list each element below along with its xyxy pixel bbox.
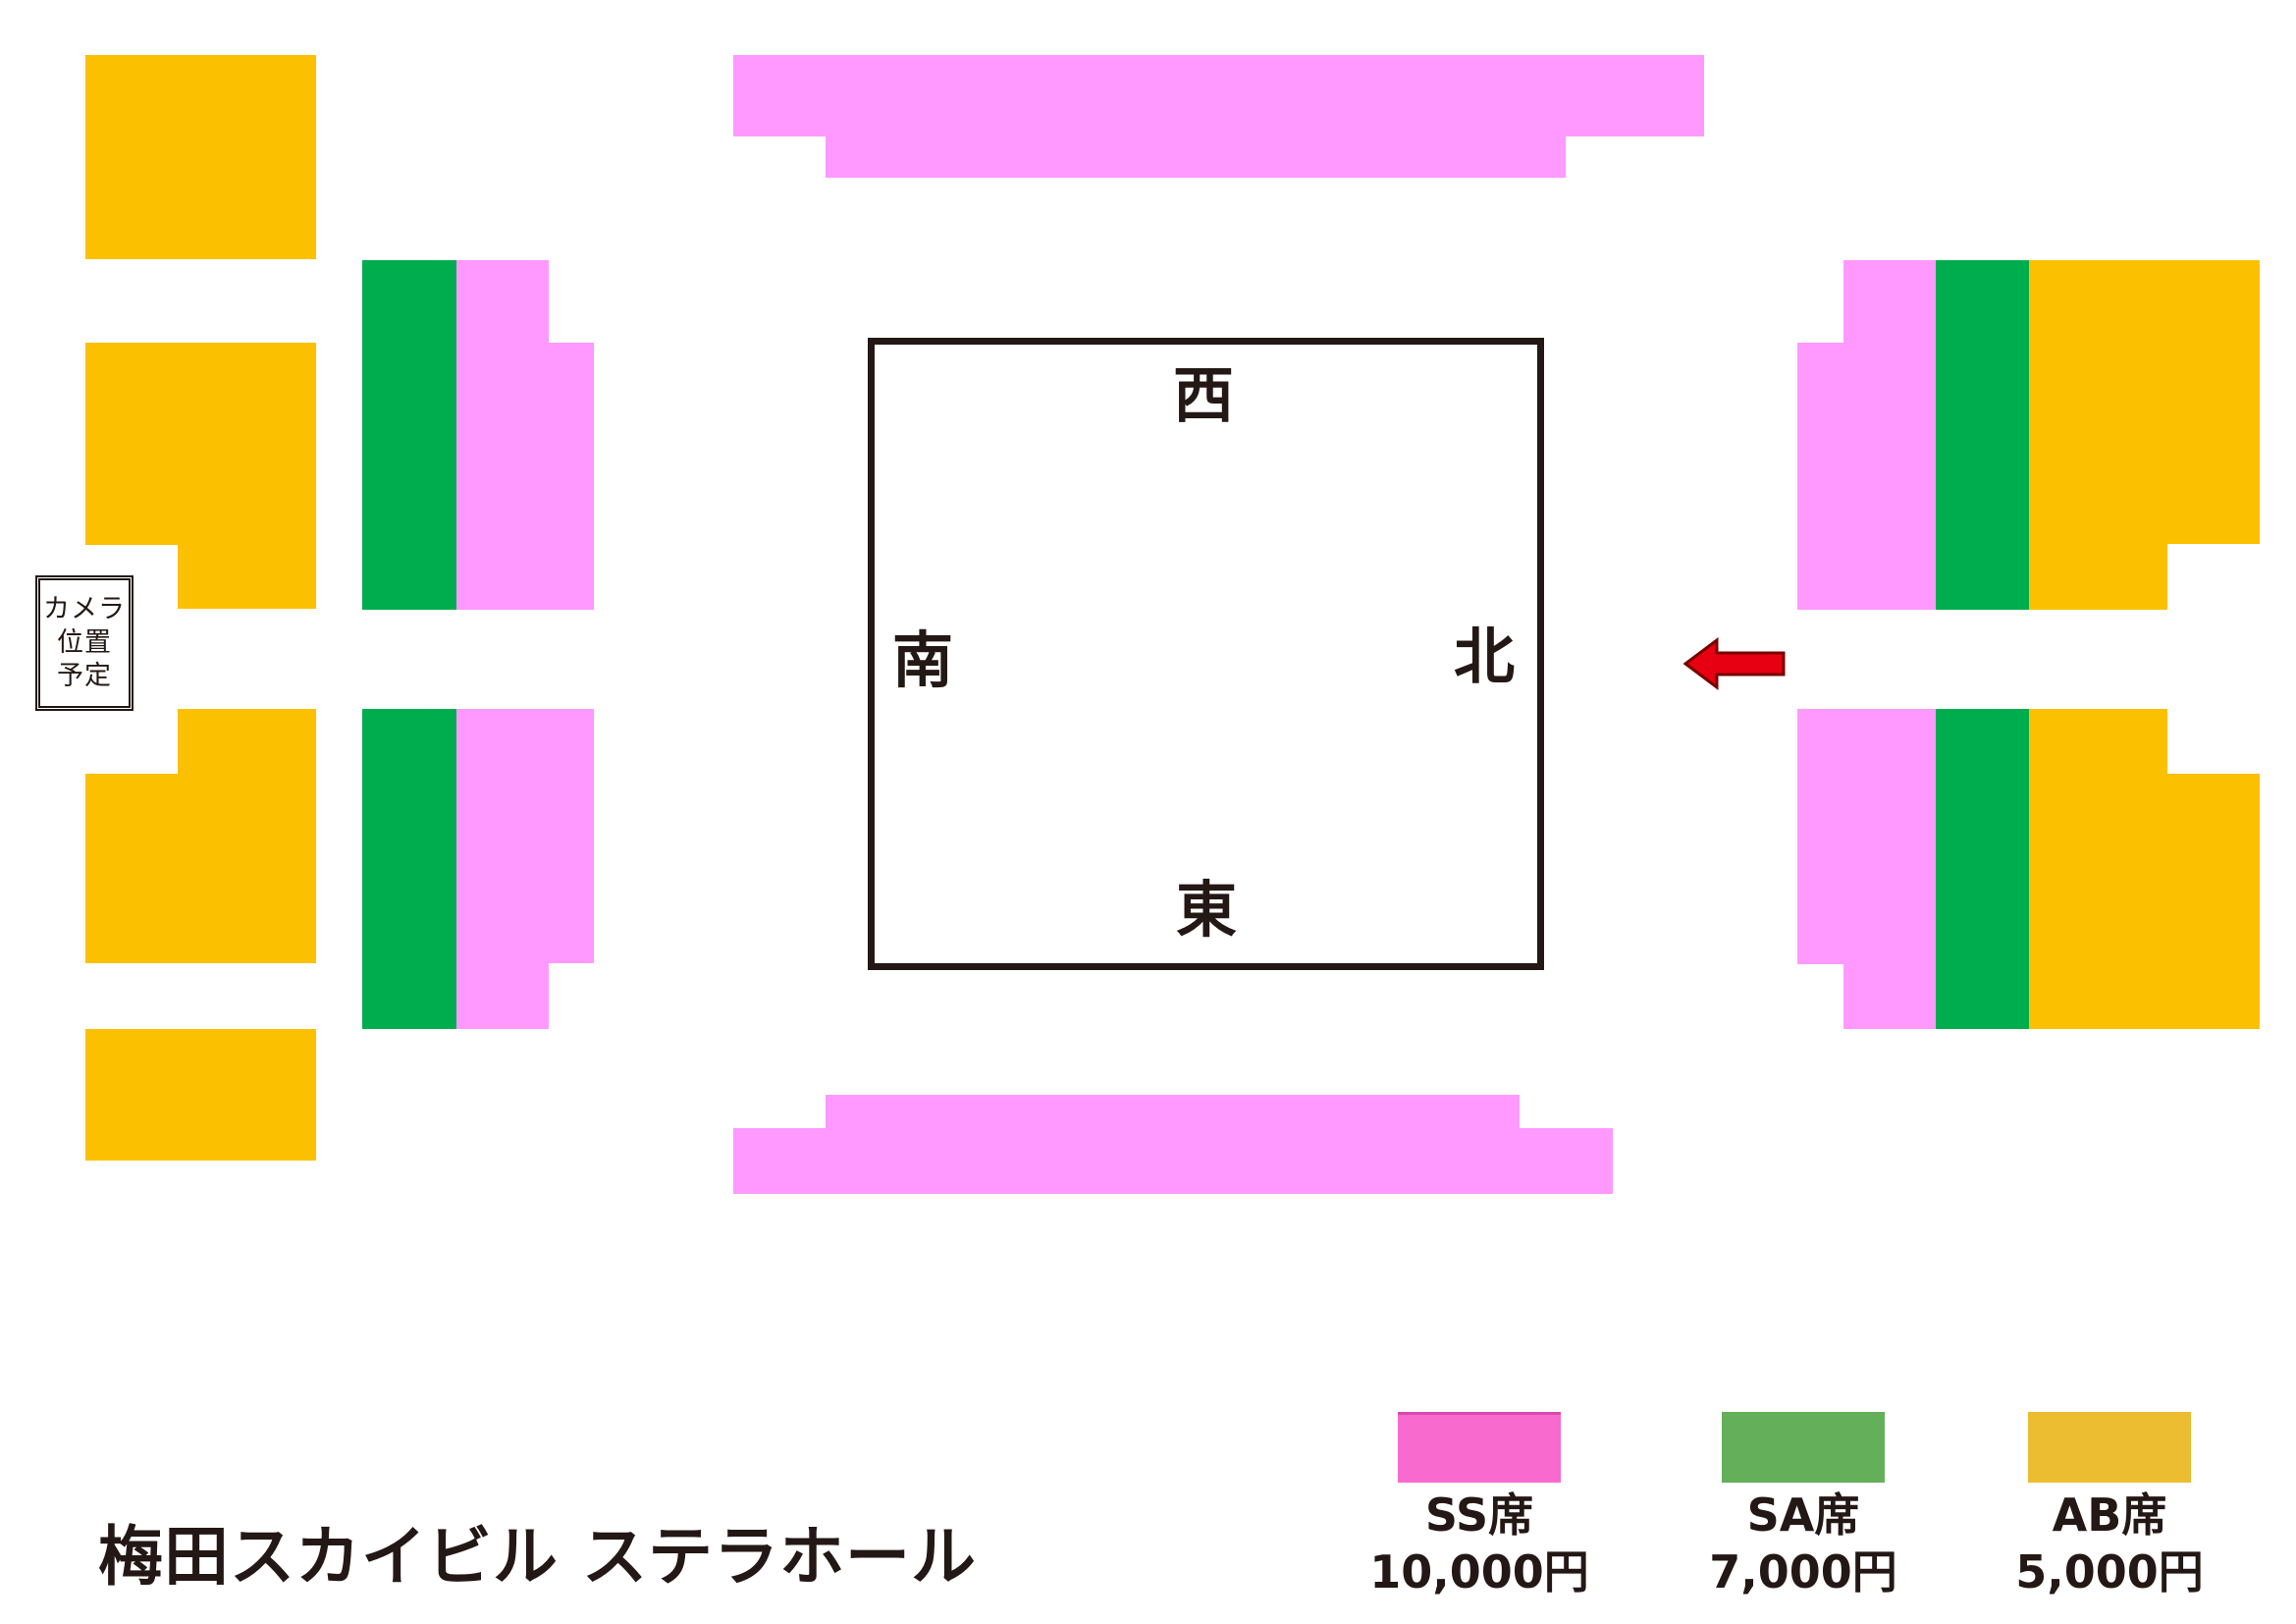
- ab-block-left-3b: [85, 774, 316, 963]
- sa-block-right-1: [1936, 260, 2030, 610]
- legend-sa-price: 7,000円: [1709, 1544, 1897, 1598]
- sa-swatch: [1722, 1412, 1885, 1483]
- ss-block-top-1: [733, 55, 1704, 136]
- ab-block-right-2b: [2029, 774, 2260, 1029]
- ss-block-left-2b: [547, 709, 594, 963]
- legend-item-sa: SA席 7,000円: [1676, 1488, 1931, 1600]
- legend-sa-name: SA席: [1746, 1489, 1860, 1542]
- ring-label-west: 西: [1173, 359, 1235, 431]
- ab-block-left-2: [85, 343, 316, 545]
- ss-block-right-1a: [1843, 260, 1937, 610]
- ss-block-left-1a: [456, 260, 549, 610]
- ring-label-east: 東: [1176, 874, 1238, 946]
- venue-name: 梅田スカイビル ステラホール: [98, 1519, 977, 1595]
- legend-item-ab: AB席 5,000円: [1982, 1488, 2237, 1600]
- ab-block-right-1b: [2029, 540, 2167, 610]
- ss-block-top-2: [826, 135, 1566, 178]
- ss-block-left-2a: [456, 709, 549, 1029]
- ss-block-right-1b: [1797, 343, 1846, 610]
- legend-ss-price: 10,000円: [1369, 1544, 1589, 1598]
- ss-swatch: [1398, 1412, 1561, 1483]
- camera-label-line1: カメラ: [43, 594, 126, 625]
- ring-label-south: 南: [892, 624, 954, 696]
- camera-label-line2: 位置: [57, 627, 112, 659]
- sa-block-right-2: [1936, 709, 2030, 1029]
- legend-ab-price: 5,000円: [2015, 1544, 2204, 1598]
- ab-block-right-2a: [2029, 709, 2167, 778]
- legend-ss-name: SS席: [1424, 1489, 1534, 1542]
- ss-block-right-2a: [1797, 709, 1937, 964]
- ss-block-right-2b: [1843, 962, 1937, 1029]
- camera-label-line3: 予定: [57, 660, 112, 691]
- sa-block-left-1: [362, 260, 456, 610]
- ab-swatch: [2028, 1412, 2191, 1483]
- legend-ab-name: AB席: [2052, 1489, 2167, 1542]
- ss-block-bottom-1: [826, 1095, 1520, 1130]
- sa-block-left-2: [362, 709, 456, 1029]
- ab-block-right-1a: [2029, 260, 2260, 544]
- camera-position-box: カメラ 位置 予定: [35, 575, 133, 711]
- ring: [868, 338, 1544, 970]
- legend-item-ss: SS席 10,000円: [1352, 1488, 1607, 1600]
- ss-block-bottom-2: [733, 1128, 1613, 1194]
- ring-label-north: 北: [1454, 621, 1516, 692]
- ab-block-left-1: [85, 55, 316, 259]
- left-arrow-icon: [1682, 637, 1786, 690]
- ab-block-left-4: [85, 1029, 316, 1161]
- ab-block-left-2b: [178, 540, 316, 609]
- ab-block-left-3: [178, 709, 316, 778]
- ss-block-left-1b: [547, 343, 594, 610]
